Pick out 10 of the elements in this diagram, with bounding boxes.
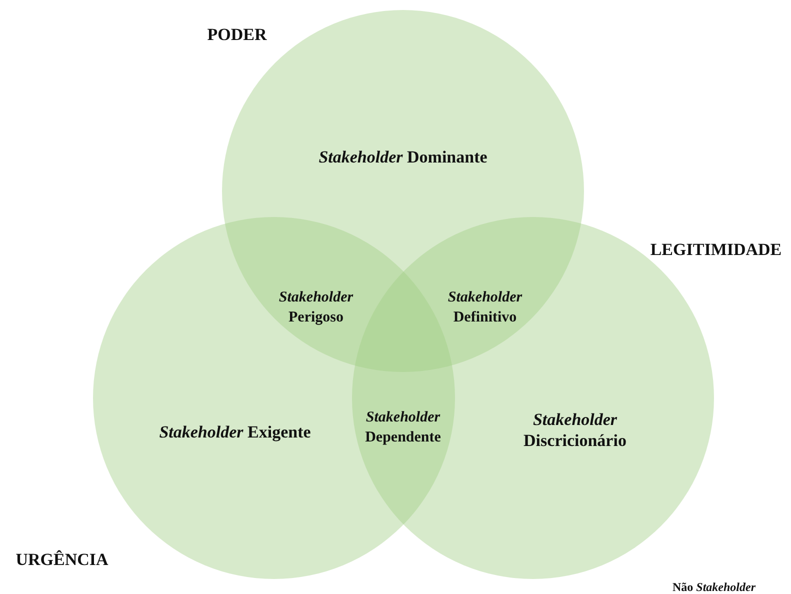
set-label: URGÊNCIA — [16, 548, 108, 571]
region-label: Stakeholder Exigente — [159, 421, 311, 443]
region-label: Stakeholder Dependente — [364, 408, 442, 447]
region-label: Stakeholder Dominante — [318, 146, 488, 168]
set-label: LEGITIMIDADE — [650, 238, 782, 261]
region-label: Stakeholder Definitivo — [446, 288, 524, 327]
set-label: PODER — [207, 24, 267, 46]
region-label: Stakeholder Discricionário — [522, 408, 628, 452]
region-label: Não Stakeholder — [672, 580, 756, 594]
region-label: Stakeholder Perigoso — [278, 288, 354, 327]
